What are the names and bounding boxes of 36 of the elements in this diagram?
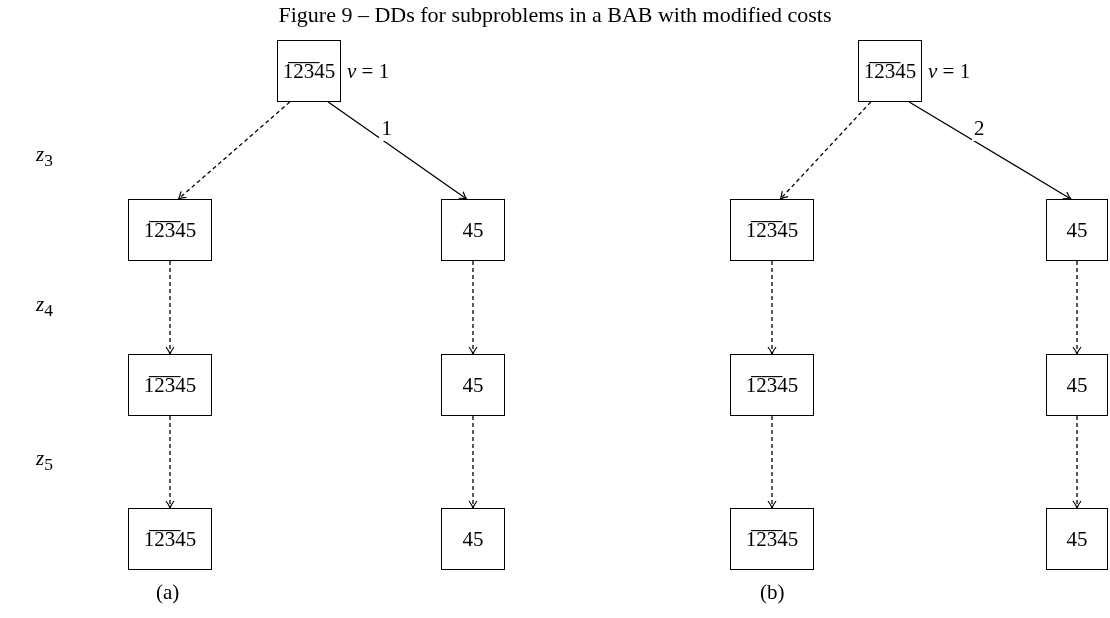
panel-label: (b) bbox=[760, 580, 785, 605]
node-label: 1̅2̅3̅45 bbox=[745, 528, 799, 550]
figure-title: Figure 9 – DDs for subproblems in a BAB with modified costs bbox=[277, 2, 833, 28]
node-value: v = 1 bbox=[347, 59, 390, 84]
node-value: v = 1 bbox=[928, 59, 971, 84]
node-label: 1̅2̅3̅45 bbox=[863, 60, 917, 82]
node-label: 45 bbox=[462, 219, 484, 241]
node-label: 1̅2̅3̅45 bbox=[143, 374, 197, 396]
node-label: 45 bbox=[1066, 528, 1088, 550]
node-label: 45 bbox=[1066, 219, 1088, 241]
row-label: z$_{3}$ bbox=[36, 142, 53, 172]
node-box bbox=[730, 508, 814, 570]
node-box bbox=[277, 40, 341, 102]
node-box bbox=[441, 508, 505, 570]
node-label: 1̅2̅3̅45 bbox=[282, 60, 336, 82]
node-label: 45 bbox=[1066, 374, 1088, 396]
node-box bbox=[441, 354, 505, 416]
node-label: 45 bbox=[462, 528, 484, 550]
node-box bbox=[1046, 508, 1108, 570]
row-label: z$_{4}$ bbox=[36, 292, 53, 322]
node-box bbox=[858, 40, 922, 102]
node-label: 1̅2̅3̅45 bbox=[143, 219, 197, 241]
row-label: z$_{5}$ bbox=[36, 446, 53, 476]
node-box bbox=[128, 199, 212, 261]
node-box bbox=[1046, 199, 1108, 261]
node-label: 1̅2̅3̅45 bbox=[745, 374, 799, 396]
node-label: 1̅2̅3̅45 bbox=[143, 528, 197, 550]
node-box bbox=[128, 508, 212, 570]
node-box bbox=[730, 199, 814, 261]
node-box bbox=[1046, 354, 1108, 416]
node-box bbox=[128, 354, 212, 416]
node-label: 1̅2̅3̅45 bbox=[745, 219, 799, 241]
panel-label: (a) bbox=[156, 580, 180, 605]
node-box bbox=[730, 354, 814, 416]
node-box bbox=[441, 199, 505, 261]
node-label: 45 bbox=[462, 374, 484, 396]
